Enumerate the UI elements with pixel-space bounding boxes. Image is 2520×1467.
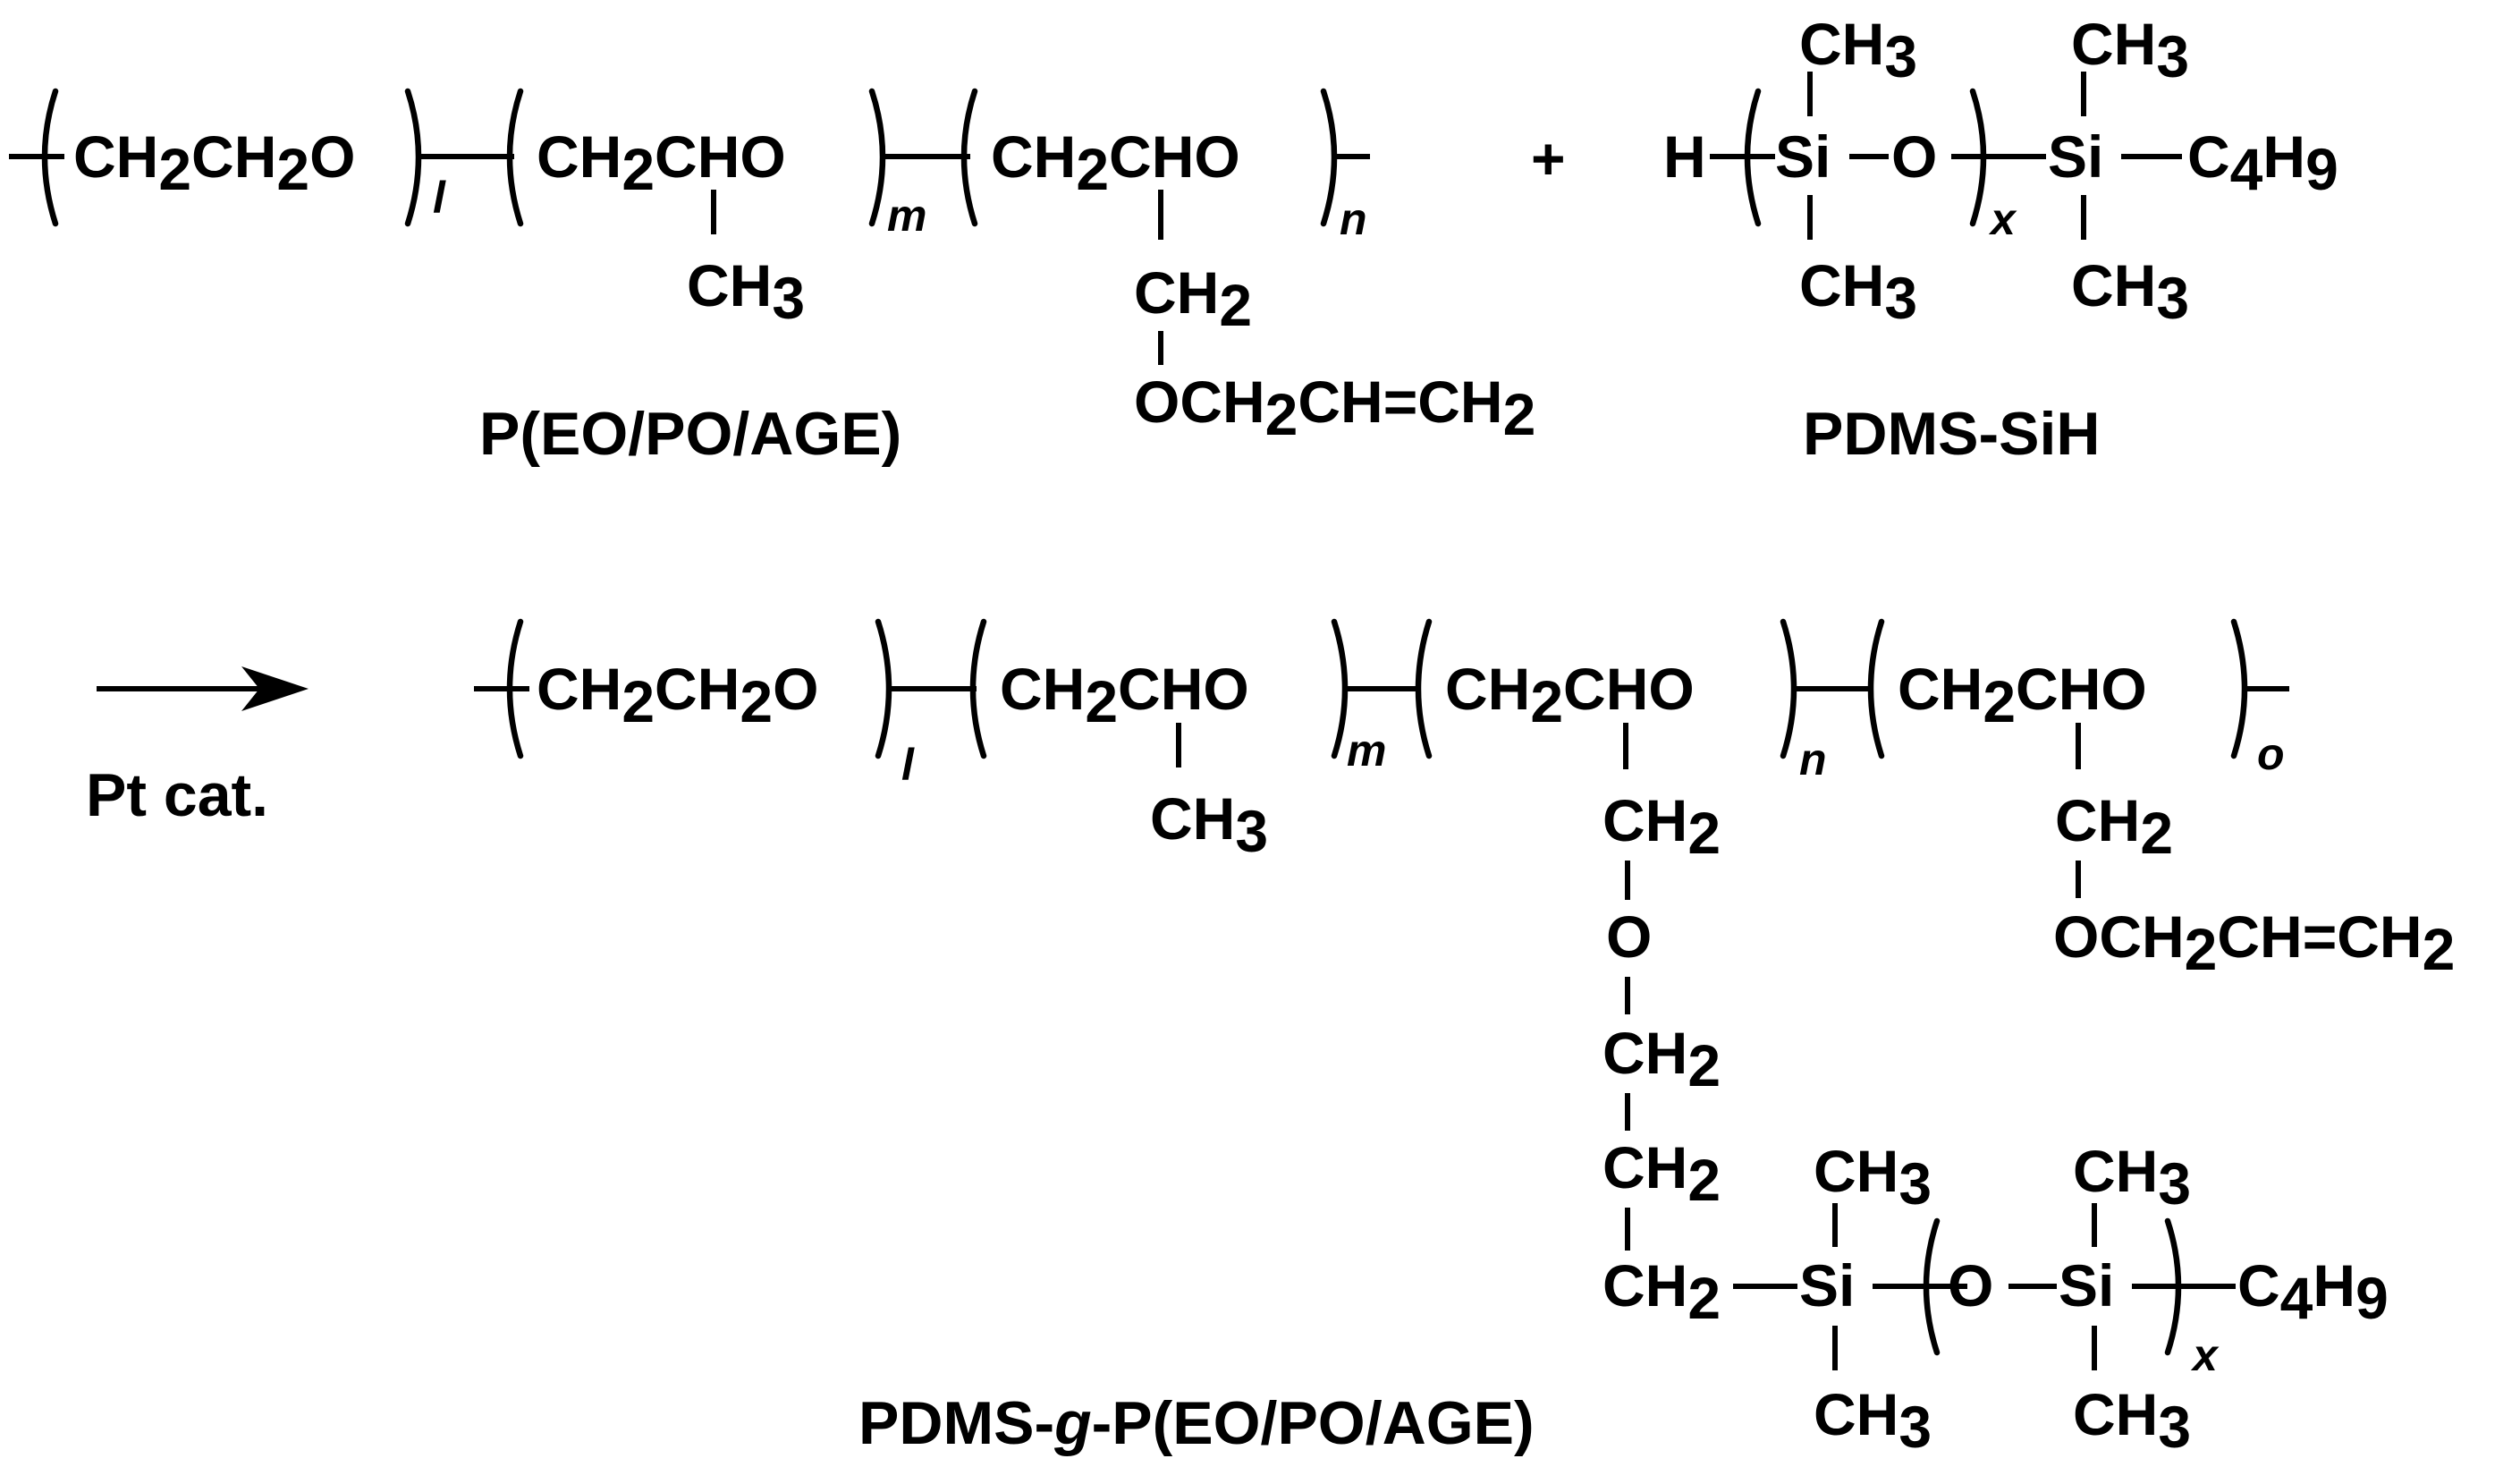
index-x: x: [2190, 1330, 2220, 1380]
pendant-ch3: CH3: [687, 252, 805, 331]
right-paren: [1320, 88, 1338, 227]
index-l: l: [433, 173, 446, 223]
reactant-pdms-sih: H Si O x CH3 CH3 Si CH3 CH3 C4H9 PDMS-Si…: [1663, 11, 2338, 468]
unit-eo: CH2CH2O: [537, 656, 818, 734]
pendant-ch2: CH2: [2055, 787, 2173, 866]
right-paren: [1780, 618, 1797, 759]
pendant-ch3: CH3: [1150, 785, 1268, 864]
methyl-group: CH3: [2071, 11, 2189, 89]
oxygen-atom: O: [1948, 1252, 1993, 1319]
left-paren: [506, 618, 524, 759]
methyl-group: CH3: [2073, 1138, 2191, 1217]
product-pdms-g-peo-po-age: CH2CH2O l CH2CHO m CH3 CH2CHO n CH2CHO o…: [474, 618, 2455, 1460]
butyl-group: C4H9: [2187, 123, 2338, 202]
silicon-atom: Si: [2048, 123, 2103, 190]
left-paren: [969, 618, 987, 759]
index-m: m: [887, 191, 926, 241]
right-paren: [2230, 618, 2248, 759]
methyl-group: CH3: [2071, 252, 2189, 331]
left-paren: [41, 88, 59, 227]
arrowhead-icon: [241, 666, 309, 711]
index-m: m: [1347, 725, 1386, 776]
reactant-peo-po-age: CH2CH2O l CH2CHO m CH3 CH2CHO n CH2 OCH2…: [9, 88, 1535, 468]
left-paren: [1867, 618, 1885, 759]
left-paren: [1744, 88, 1762, 227]
product-label: PDMS-g-P(EO/PO/AGE): [858, 1389, 1535, 1457]
graft-ch2: CH2: [1602, 787, 1721, 866]
methyl-group: CH3: [2073, 1381, 2191, 1460]
left-paren: [960, 88, 978, 227]
methyl-group: CH3: [1814, 1381, 1932, 1460]
pendant-ch2: CH2: [1134, 259, 1252, 338]
graft-ch2: CH2: [1602, 1020, 1721, 1098]
unit-age: CH2CHO: [991, 123, 1240, 202]
arrow-condition: Pt cat.: [86, 761, 268, 829]
unit-po: CH2CHO: [1000, 656, 1249, 734]
right-paren: [1331, 618, 1349, 759]
hydrogen-atom: H: [1663, 123, 1706, 190]
index-x: x: [1988, 194, 2017, 244]
butyl-group: C4H9: [2237, 1252, 2389, 1331]
silicon-atom: Si: [2059, 1252, 2114, 1319]
unit-grafted: CH2CHO: [1445, 656, 1695, 734]
right-paren: [404, 88, 422, 227]
graft-oxygen: O: [1606, 903, 1652, 970]
unit-po: CH2CHO: [537, 123, 786, 202]
graft-ch2: CH2: [1602, 1252, 1721, 1331]
plus-sign: +: [1531, 125, 1566, 191]
pendant-allyl: OCH2CH=CH2: [2053, 903, 2455, 982]
reactant2-label: PDMS-SiH: [1803, 400, 2100, 468]
unit-age: CH2CHO: [1898, 656, 2147, 734]
silicon-atom: Si: [1775, 123, 1831, 190]
oxygen-atom: O: [1891, 123, 1937, 190]
graft-ch2: CH2: [1602, 1134, 1721, 1213]
left-paren: [506, 88, 524, 227]
reactant1-label: P(EO/PO/AGE): [479, 400, 901, 468]
pendant-allyl: OCH2CH=CH2: [1134, 369, 1535, 447]
right-paren: [875, 618, 892, 759]
silicon-atom: Si: [1799, 1252, 1855, 1319]
index-o: o: [2257, 729, 2285, 779]
right-paren: [868, 88, 886, 227]
index-n: n: [1799, 734, 1827, 784]
methyl-group: CH3: [1799, 252, 1917, 331]
index-l: l: [901, 740, 915, 790]
index-n: n: [1340, 194, 1367, 244]
left-paren: [1415, 618, 1433, 759]
unit-eo: CH2CH2O: [73, 123, 355, 202]
left-paren: [1923, 1217, 1941, 1356]
reaction-arrow: Pt cat.: [86, 666, 309, 829]
methyl-group: CH3: [1799, 11, 1917, 89]
methyl-group: CH3: [1814, 1138, 1932, 1217]
